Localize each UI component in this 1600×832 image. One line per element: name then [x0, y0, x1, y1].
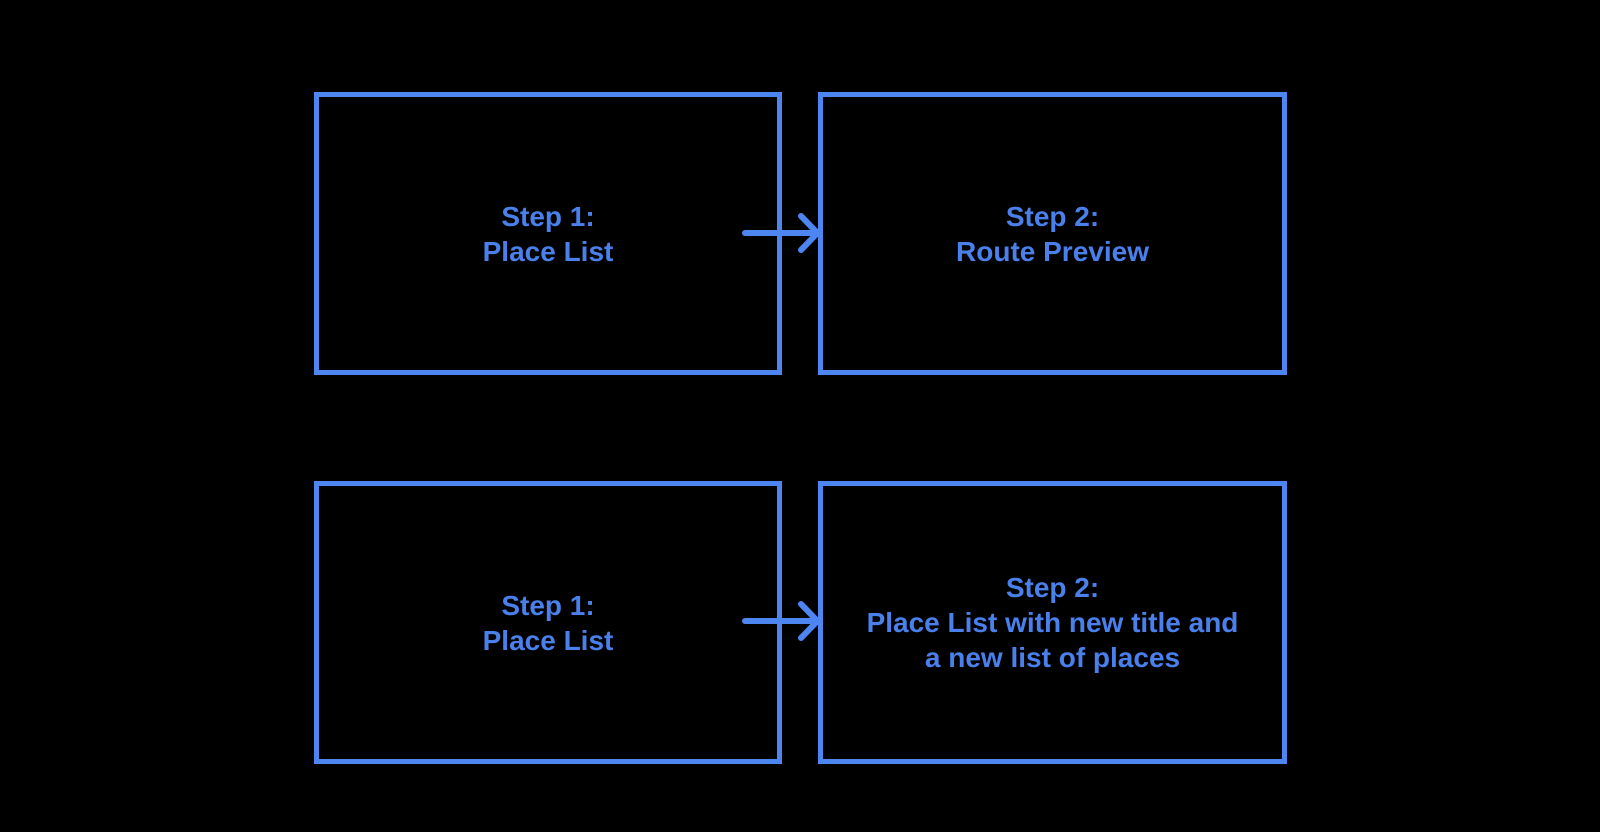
flow-box-label-line: Step 1:: [501, 200, 595, 232]
flow-box-label-line: Route Preview: [956, 235, 1149, 267]
flow-box-label: Step 1: Place List: [483, 199, 614, 269]
right-arrow-icon: [742, 601, 822, 641]
flow-box-top-step1: Step 1: Place List: [314, 92, 782, 375]
flow-box-label: Step 2: Place List with new title and a …: [867, 570, 1239, 675]
flow-box-bottom-step1: Step 1: Place List: [314, 481, 782, 764]
flow-box-bottom-step2: Step 2: Place List with new title and a …: [818, 481, 1287, 764]
flow-box-label-line: Step 2:: [1005, 572, 1100, 603]
flow-box-label-line: Place List with new title and: [866, 607, 1239, 638]
flow-box-label: Step 2: Route Preview: [956, 199, 1149, 269]
flow-box-label-line: Place List: [482, 235, 614, 267]
flow-box-label-line: Place List: [482, 624, 614, 656]
flow-box-label-line: Step 2:: [1005, 200, 1100, 232]
flow-box-label: Step 1: Place List: [483, 588, 614, 658]
flow-box-label-line: Step 1:: [501, 589, 595, 621]
right-arrow-icon: [742, 213, 822, 253]
flow-box-top-step2: Step 2: Route Preview: [818, 92, 1287, 375]
flow-box-label-line: a new list of places: [924, 642, 1181, 673]
